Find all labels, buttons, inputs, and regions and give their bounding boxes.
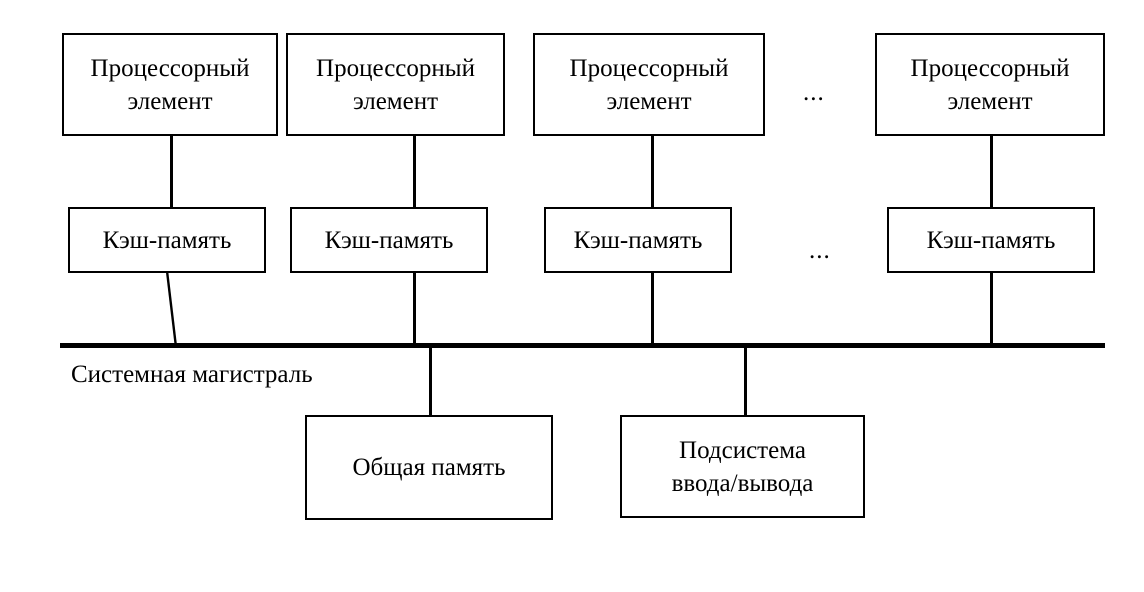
connector-pe1-cache1 bbox=[170, 135, 173, 209]
system-bus-line bbox=[60, 343, 1105, 348]
cache-memory-box-2[interactable]: Кэш-память bbox=[290, 207, 488, 273]
cache-memory-label-3: Кэш-память bbox=[573, 226, 703, 254]
processor-element-box-1[interactable]: Процессорный элемент bbox=[62, 33, 278, 136]
connector-cache2-bus bbox=[413, 271, 416, 347]
connector-cache3-bus bbox=[651, 271, 654, 347]
system-bus-label: Системная магистраль bbox=[71, 361, 313, 388]
cache-memory-box-3[interactable]: Кэш-память bbox=[544, 207, 732, 273]
io-subsystem-box[interactable]: Подсистема ввода/вывода bbox=[620, 415, 865, 518]
connector-cache1-bus bbox=[165, 270, 178, 348]
cache-memory-label-4: Кэш-память bbox=[926, 226, 1056, 254]
cache-memory-box-1[interactable]: Кэш-память bbox=[68, 207, 266, 273]
shared-memory-box[interactable]: Общая память bbox=[305, 415, 553, 520]
shared-memory-label: Общая память bbox=[352, 454, 506, 481]
ellipsis-cache-row: ... bbox=[809, 237, 831, 264]
ellipsis-processor-row: ... bbox=[803, 79, 825, 106]
connector-bus-shared-memory bbox=[429, 347, 432, 417]
processor-element-label-3: Процессорный элемент bbox=[569, 54, 729, 115]
io-subsystem-label: Подсистема ввода/вывода bbox=[671, 436, 814, 497]
connector-cache4-bus bbox=[990, 271, 993, 347]
cache-memory-label-2: Кэш-память bbox=[324, 226, 454, 254]
connector-pe3-cache3 bbox=[651, 135, 654, 209]
cache-memory-label-1: Кэш-память bbox=[102, 226, 232, 254]
processor-element-label-4: Процессорный элемент bbox=[910, 54, 1070, 115]
processor-element-box-2[interactable]: Процессорный элемент bbox=[286, 33, 505, 136]
connector-pe4-cache4 bbox=[990, 135, 993, 209]
connector-bus-io-subsystem bbox=[744, 347, 747, 417]
processor-element-label-2: Процессорный элемент bbox=[316, 54, 475, 115]
processor-element-label-1: Процессорный элемент bbox=[90, 54, 250, 115]
processor-element-box-4[interactable]: Процессорный элемент bbox=[875, 33, 1105, 136]
cache-memory-box-4[interactable]: Кэш-память bbox=[887, 207, 1095, 273]
connector-pe2-cache2 bbox=[413, 135, 416, 209]
processor-element-box-3[interactable]: Процессорный элемент bbox=[533, 33, 765, 136]
